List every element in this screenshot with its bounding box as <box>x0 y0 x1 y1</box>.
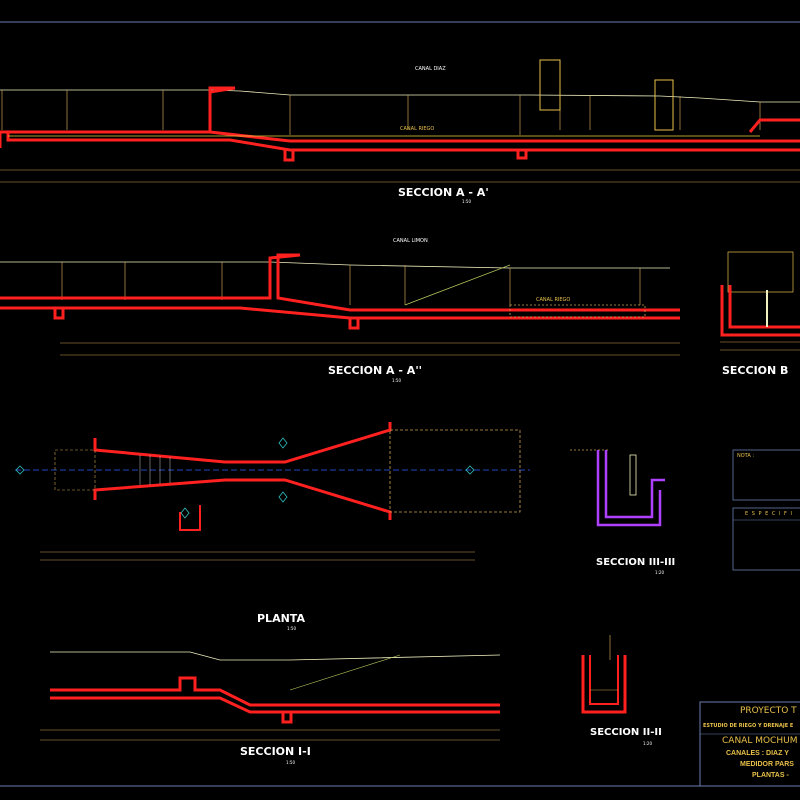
label-canal-limon: CANAL LIMON <box>393 238 428 244</box>
section-b-drawing <box>720 251 800 351</box>
section-a1-channel-bottom <box>0 130 800 152</box>
scale-section-3: 1:20 <box>655 570 664 575</box>
title-block-canal: CANAL MOCHUM <box>722 736 798 746</box>
scale-section-a1: 1:50 <box>462 199 471 204</box>
planta-drawing <box>15 422 530 561</box>
scale-planta: 1:50 <box>287 626 296 631</box>
specs-heading: E S P E C I F I <box>745 511 793 517</box>
title-section-1: SECCION I-I <box>240 745 311 758</box>
notes-heading: NOTA : <box>737 453 755 459</box>
section-marker-icons <box>15 437 475 519</box>
section-a1-channel-top <box>0 86 800 143</box>
title-section-b: SECCION B <box>722 364 789 377</box>
sheet-frame <box>0 21 800 787</box>
scale-section-2: 1:20 <box>643 741 652 746</box>
title-block-study: ESTUDIO DE RIEGO Y DRENAJE E <box>703 723 794 729</box>
section-3-drawing <box>570 449 665 527</box>
section-2-drawing <box>581 635 627 714</box>
section-1-drawing <box>40 651 501 741</box>
title-section-2: SECCION II-II <box>590 727 662 738</box>
scale-section-1: 1:50 <box>286 760 295 765</box>
title-block-project: PROYECTO T <box>740 706 797 716</box>
title-section-a1: SECCION A - A' <box>398 186 489 199</box>
title-block-plantas: PLANTAS - <box>752 772 789 779</box>
section-a2-drawing <box>0 253 680 356</box>
scale-section-a2: 1:50 <box>392 378 401 383</box>
title-block-medidor: MEDIDOR PARS <box>740 761 794 768</box>
title-section-3: SECCION III-III <box>596 557 676 568</box>
section-a1-drawing <box>0 59 800 183</box>
title-block-canales: CANALES : DIAZ Y <box>726 750 789 757</box>
title-section-a2: SECCION A - A'' <box>328 364 423 377</box>
notes-box <box>732 449 800 501</box>
label-channel-a2: CANAL RIEGO <box>536 297 571 303</box>
title-planta: PLANTA <box>257 612 305 625</box>
title-block <box>699 701 800 787</box>
specs-box <box>732 507 800 571</box>
label-channel-a1: CANAL RIEGO <box>400 126 435 132</box>
label-canal-diaz: CANAL DIAZ <box>415 66 446 72</box>
